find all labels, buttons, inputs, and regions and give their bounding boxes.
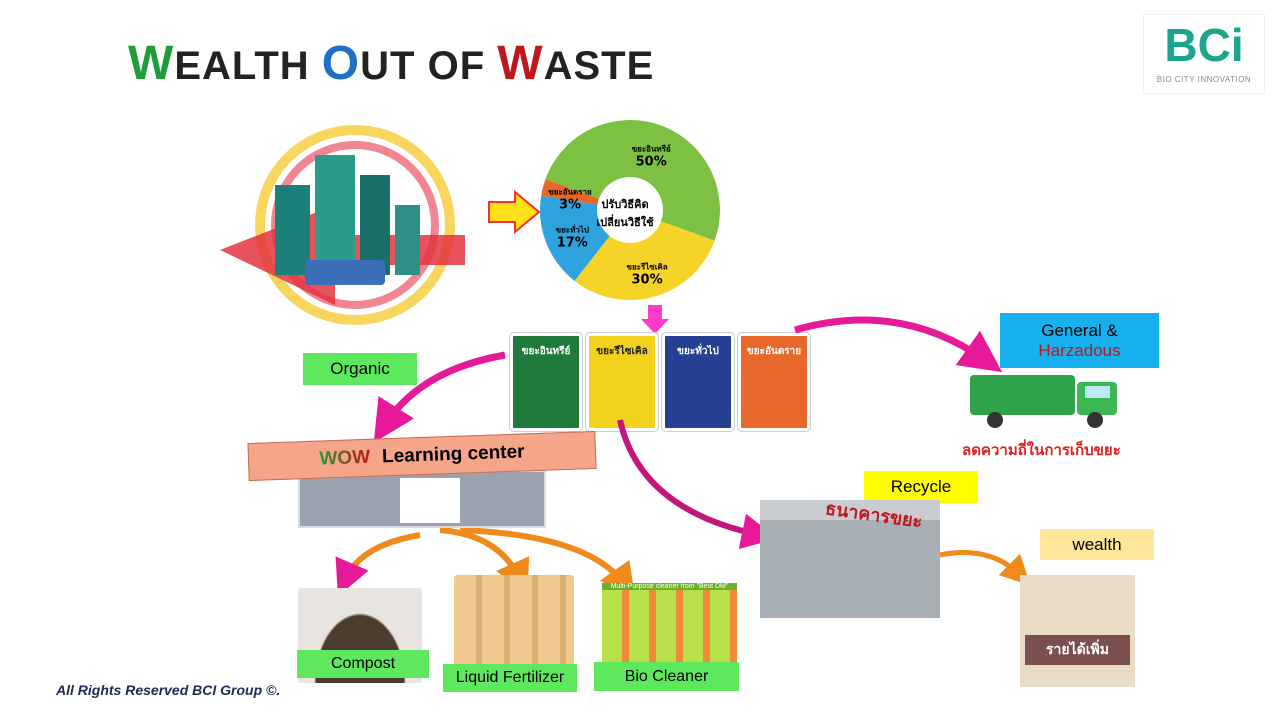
arrow-down-icon bbox=[641, 305, 669, 334]
copyright-footer: All Rights Reserved BCI Group ©. bbox=[56, 682, 281, 698]
arrow-to-compost bbox=[335, 532, 421, 597]
title-word: EALTH bbox=[174, 44, 310, 88]
waste-bin-4: ขยะอันตราย bbox=[737, 332, 811, 432]
city-illustration bbox=[220, 125, 465, 325]
bin-label: ขยะอันตราย bbox=[746, 346, 802, 357]
learning-center-building bbox=[298, 470, 546, 528]
bin-label: ขยะอินทรีย์ bbox=[521, 346, 571, 357]
title-word: ASTE bbox=[543, 44, 655, 88]
pie-center bbox=[597, 177, 663, 243]
hazardous-text: Harzadous bbox=[1038, 340, 1121, 360]
arrow-right-icon bbox=[488, 190, 541, 235]
waste-bin-2: ขยะรีไซเคิล bbox=[585, 332, 659, 432]
logo-tagline: BIO CITY INNOVATION bbox=[1156, 75, 1252, 84]
organic-label: Organic bbox=[303, 353, 417, 385]
title-letter: O bbox=[321, 37, 361, 90]
logo-mark: BCi bbox=[1164, 19, 1244, 71]
wow-text: WOW bbox=[319, 446, 371, 470]
recycle-label: Recycle bbox=[864, 471, 978, 503]
pie-center-line: เปลี่ยนวิธีใช้ bbox=[596, 217, 654, 229]
pie-slice bbox=[574, 210, 715, 300]
waste-bin-3: ขยะทั่วไป bbox=[661, 332, 735, 432]
general-hazardous-label: General &Harzadous bbox=[1000, 313, 1159, 368]
slide-title: WEALTH OUT OF WASTE bbox=[128, 36, 654, 91]
compost-label: Compost bbox=[297, 650, 429, 678]
pie-slice-label: ขยะอินทรีย์50% bbox=[632, 144, 671, 170]
liquid-fertilizer-label: Liquid Fertilizer bbox=[443, 664, 577, 692]
title-letter: W bbox=[497, 37, 544, 90]
bin-label: ขยะทั่วไป bbox=[677, 346, 719, 357]
truck-caption: ลดความถี่ในการเก็บขยะ bbox=[962, 442, 1121, 459]
waste-bin-1: ขยะอินทรีย์ bbox=[509, 332, 583, 432]
money-image: รายได้เพิ่ม bbox=[1020, 575, 1135, 687]
income-caption: รายได้เพิ่ม bbox=[1025, 635, 1130, 665]
wealth-label: wealth bbox=[1040, 529, 1154, 560]
arrow-to-truck bbox=[794, 316, 1003, 373]
liquid-fertilizer-image bbox=[454, 575, 574, 680]
general-text: General & bbox=[1041, 320, 1118, 340]
title-word: UT OF bbox=[360, 44, 486, 88]
waste-bank-building bbox=[760, 500, 940, 618]
bin-label: ขยะรีไซเคิล bbox=[596, 346, 648, 357]
garbage-truck-image bbox=[970, 375, 1117, 428]
arrow-to-fertilizer bbox=[439, 527, 530, 597]
title-letter: W bbox=[128, 37, 175, 90]
pie-center-text: ปรับวิธีคิดเปลี่ยนวิธีใช้ bbox=[585, 195, 665, 231]
arrow-to-wealth bbox=[939, 550, 1031, 586]
arrow-to-bank bbox=[617, 419, 778, 549]
bio-cleaner-label: Bio Cleaner bbox=[594, 662, 739, 691]
pie-center-line: ปรับวิธีคิด bbox=[601, 199, 649, 211]
learning-center-text: Learning center bbox=[381, 441, 525, 468]
cleaner-caption: Multi-Purpose cleaner from "Best DM" bbox=[602, 583, 737, 590]
